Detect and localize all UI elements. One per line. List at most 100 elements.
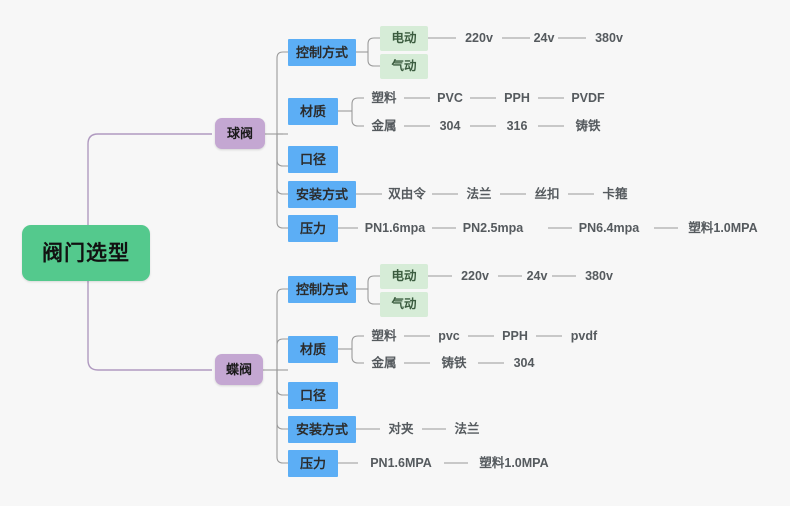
leaf-label: PVDF — [571, 90, 605, 105]
bv-control-to-pneumatic — [367, 52, 380, 67]
bv-to-caliber — [276, 134, 288, 167]
option-node-metal-btv[interactable]: 金属 — [364, 353, 404, 373]
leaf-node-304-bv[interactable]: 304 — [430, 116, 470, 136]
leaf-label: PPH — [502, 328, 528, 343]
leaf-node-plastic10mpa-btv[interactable]: 塑料1.0MPA — [468, 453, 560, 473]
leaf-label: 丝扣 — [534, 186, 560, 201]
bv-to-install — [276, 134, 288, 195]
leaf-node-voltage-24v-bv[interactable]: 24v — [530, 28, 558, 48]
category-node-caliber-btv[interactable]: 口径 — [288, 382, 338, 409]
branch-node-butterfly-valve[interactable]: 蝶阀 — [215, 354, 263, 385]
ball-valve-connectors — [265, 51, 288, 229]
leaf-node-cast-iron-bv[interactable]: 铸铁 — [564, 116, 612, 136]
leaf-label: pvdf — [570, 328, 598, 343]
leaf-label: PN6.4mpa — [578, 220, 640, 235]
leaf-node-304-btv[interactable]: 304 — [504, 353, 544, 373]
category-label: 压力 — [299, 456, 326, 471]
btv-material-to-plastic — [351, 335, 364, 349]
root-node[interactable]: 阀门选型 — [22, 225, 150, 281]
category-label: 口径 — [299, 152, 326, 167]
leaf-label: 24v — [533, 30, 555, 45]
leaf-node-pvdf-btv[interactable]: pvdf — [562, 326, 606, 346]
option-node-pneumatic-btv[interactable]: 气动 — [380, 292, 428, 317]
btv-to-material — [276, 338, 288, 370]
category-node-pressure-btv[interactable]: 压力 — [288, 450, 338, 477]
option-node-metal-bv[interactable]: 金属 — [364, 116, 404, 136]
leaf-label: 塑料1.0MPA — [688, 220, 758, 235]
leaf-node-clamp-bv[interactable]: 卡箍 — [594, 184, 636, 204]
category-node-material-bv[interactable]: 材质 — [288, 98, 338, 125]
category-node-pressure-bv[interactable]: 压力 — [288, 215, 338, 242]
category-label: 压力 — [299, 221, 326, 236]
leaf-node-wafer-btv[interactable]: 对夹 — [380, 419, 422, 439]
leaf-node-flange-btv[interactable]: 法兰 — [446, 419, 488, 439]
leaf-node-cast-iron-btv[interactable]: 铸铁 — [430, 353, 478, 373]
leaf-node-voltage-220v-btv[interactable]: 220v — [452, 266, 498, 286]
leaf-node-pvc-bv[interactable]: PVC — [430, 88, 470, 108]
leaf-label: 卡箍 — [602, 186, 628, 201]
leaf-node-pph-bv[interactable]: PPH — [496, 88, 538, 108]
leaf-label: 380v — [585, 268, 613, 283]
btv-control-to-electric — [367, 275, 380, 289]
option-node-plastic-btv[interactable]: 塑料 — [364, 326, 404, 346]
leaf-label: PN1.6mpa — [364, 220, 426, 235]
btv-control-to-pneumatic — [367, 289, 380, 305]
leaf-label: 双由令 — [388, 186, 426, 201]
leaf-node-pn25-bv[interactable]: PN2.5mpa — [456, 218, 530, 238]
leaf-label: pvc — [438, 328, 460, 343]
leaf-label: 220v — [461, 268, 489, 283]
btv-to-control — [276, 288, 288, 370]
leaf-node-voltage-220v-bv[interactable]: 220v — [456, 28, 502, 48]
option-label: 气动 — [391, 297, 417, 312]
leaf-node-pn16-bv[interactable]: PN1.6mpa — [358, 218, 432, 238]
option-node-pneumatic-bv[interactable]: 气动 — [380, 54, 428, 79]
category-label: 控制方式 — [295, 45, 348, 60]
category-node-caliber-bv[interactable]: 口径 — [288, 146, 338, 173]
category-label: 材质 — [299, 342, 326, 357]
option-label: 塑料 — [371, 90, 397, 105]
category-label: 安装方式 — [295, 187, 348, 202]
category-node-material-btv[interactable]: 材质 — [288, 336, 338, 363]
leaf-node-pvdf-bv[interactable]: PVDF — [564, 88, 612, 108]
leaf-node-voltage-380v-bv[interactable]: 380v — [586, 28, 632, 48]
leaf-node-316-bv[interactable]: 316 — [496, 116, 538, 136]
leaf-label: 铸铁 — [441, 355, 467, 370]
leaf-label: 对夹 — [388, 421, 414, 436]
leaf-node-pph-btv[interactable]: PPH — [494, 326, 536, 346]
leaf-label: PN2.5mpa — [462, 220, 524, 235]
category-node-control-method-bv[interactable]: 控制方式 — [288, 39, 356, 66]
leaf-node-pn16-btv[interactable]: PN1.6MPA — [358, 453, 444, 473]
leaf-node-plastic10mpa-bv[interactable]: 塑料1.0MPA — [678, 218, 768, 238]
option-node-electric-btv[interactable]: 电动 — [380, 264, 428, 289]
leaf-label: 304 — [439, 118, 461, 133]
category-node-installation-bv[interactable]: 安装方式 — [288, 181, 356, 208]
leaf-label: 304 — [513, 355, 535, 370]
leaf-node-union-bv[interactable]: 双由令 — [382, 184, 432, 204]
category-label: 控制方式 — [295, 282, 348, 297]
butterfly-valve-connectors — [263, 288, 288, 464]
leaf-label: 法兰 — [454, 421, 480, 436]
bv-to-control — [276, 51, 288, 134]
branch-node-ball-valve[interactable]: 球阀 — [215, 118, 265, 149]
btv-to-caliber — [276, 370, 288, 396]
category-label: 材质 — [299, 104, 326, 119]
btv-material-to-metal — [351, 349, 364, 364]
leaf-node-pvc-btv[interactable]: pvc — [430, 326, 468, 346]
root-node-label: 阀门选型 — [42, 241, 130, 265]
option-node-electric-bv[interactable]: 电动 — [380, 26, 428, 51]
category-node-installation-btv[interactable]: 安装方式 — [288, 416, 356, 443]
leaf-node-flange-bv[interactable]: 法兰 — [458, 184, 500, 204]
category-node-control-method-btv[interactable]: 控制方式 — [288, 276, 356, 303]
option-label: 气动 — [391, 59, 417, 74]
leaf-node-pn64-bv[interactable]: PN6.4mpa — [572, 218, 646, 238]
leaf-node-voltage-24v-btv[interactable]: 24v — [522, 266, 552, 286]
bv-material-to-metal — [351, 111, 364, 127]
category-label: 安装方式 — [295, 422, 348, 437]
option-node-plastic-bv[interactable]: 塑料 — [364, 88, 404, 108]
leaf-node-thread-bv[interactable]: 丝扣 — [526, 184, 568, 204]
leaf-node-voltage-380v-btv[interactable]: 380v — [576, 266, 622, 286]
option-label: 金属 — [371, 118, 397, 133]
btv-to-install — [276, 370, 288, 430]
leaf-label: 220v — [465, 30, 493, 45]
